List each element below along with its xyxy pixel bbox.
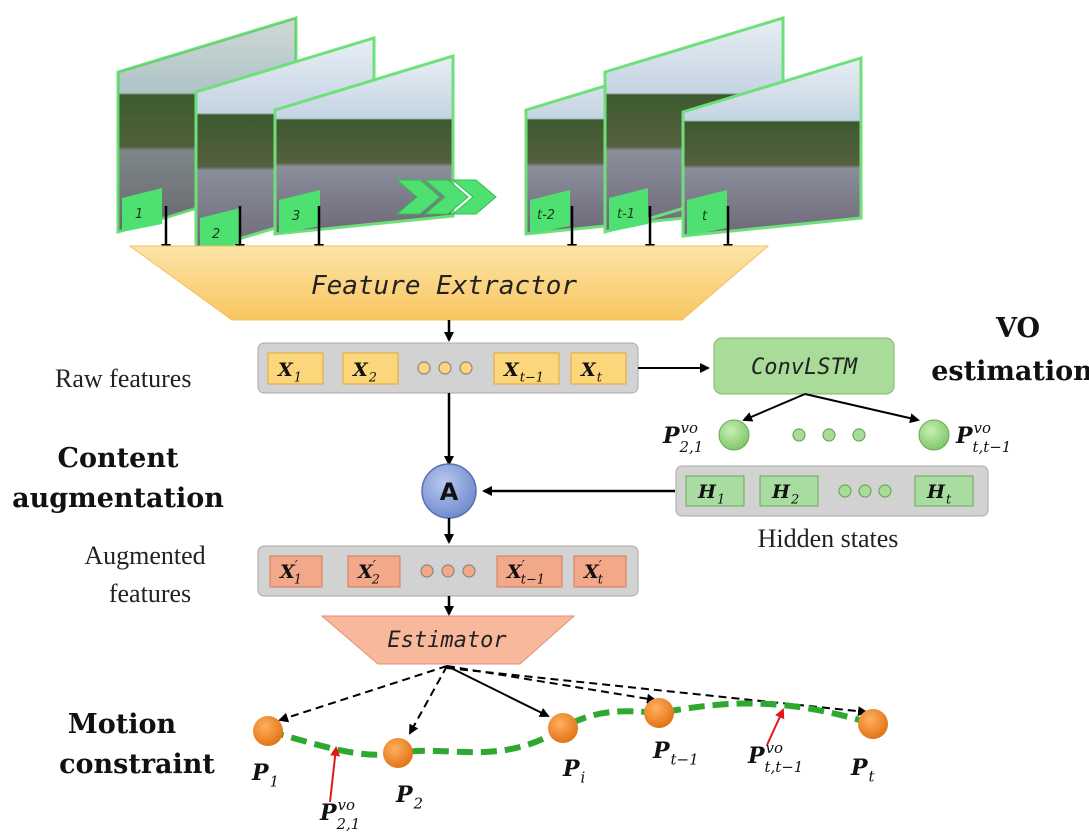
motion-constraint-label-line1: Motion (68, 709, 177, 740)
raw-feature-cell: X2 (342, 352, 399, 386)
hidden-states-label: Hidden states (758, 524, 899, 553)
frame-t-tag: t (702, 209, 708, 224)
hidden-ellipsis (838, 484, 892, 498)
augmented-features-label-line2: features (109, 579, 191, 608)
raw-features-bar: X1 X2 Xt−1 Xt (257, 342, 639, 394)
raw-ellipsis (417, 361, 473, 375)
augmented-features-bar: X′1 X′2 X′t−1 X′t (257, 545, 639, 597)
pose-label: Pi (562, 756, 586, 787)
frame-1-tag: 1 (135, 207, 143, 222)
input-frame-sequence: 1 2 3 t-2 t-1 (116, 15, 863, 255)
augmented-feature-cell: X′2 (347, 555, 401, 588)
motion-constraint-label-line2: constraint (59, 749, 215, 780)
attention-node: A (421, 463, 477, 519)
vo-ellipsis (792, 428, 866, 442)
raw-feature-cell-label: X2 (352, 359, 377, 386)
estimator-block: Estimator (320, 615, 576, 665)
sequence-chevrons (395, 179, 497, 215)
hidden-state-cell-label: H1 (697, 481, 725, 508)
content-augmentation-label-line2: augmentation (12, 483, 224, 514)
vo-estimation-label-line1: VO (995, 313, 1040, 344)
hidden-states-bar: H1 H2 Ht (675, 465, 989, 517)
raw-feature-cell: Xt−1 (493, 352, 560, 386)
frame-3-tag: 3 (292, 209, 300, 224)
augmented-feature-cell-label: X′1 (279, 558, 302, 587)
augmented-feature-cell: X′1 (269, 555, 323, 588)
hidden-state-cell: H1 (685, 475, 745, 508)
augmented-feature-cell-label: X′2 (357, 558, 380, 587)
frame-t-2-tag: t-2 (537, 208, 555, 223)
hidden-state-cell: Ht (914, 475, 974, 508)
pose-label: Pt (850, 755, 876, 786)
feature-extractor: Feature Extractor (128, 245, 770, 321)
augmented-ellipsis (420, 564, 476, 578)
augmented-features-label-line1: Augmented (84, 541, 205, 570)
augmented-feature-cell: X′t−1 (496, 555, 563, 588)
attention-node-label: A (440, 478, 459, 506)
raw-feature-cell-label: X1 (277, 359, 302, 386)
content-augmentation-label-line1: Content (58, 443, 179, 474)
raw-feature-cell-label: Xt (580, 359, 603, 386)
augmented-feature-cell-label: X′t (583, 558, 604, 587)
hidden-state-cell-label: H2 (771, 481, 799, 508)
frame-to-extractor-arrows (161, 206, 733, 254)
raw-feature-cell-label: Xt−1 (503, 359, 544, 386)
pose-label: Pt−1 (652, 738, 699, 769)
raw-feature-cell: Xt (570, 352, 627, 386)
pose-nodes (253, 698, 888, 768)
frame-2-tag: 2 (212, 227, 220, 242)
raw-features-label: Raw features (55, 364, 191, 393)
pose-label: P1 (251, 760, 279, 791)
pose-label: P2 (395, 782, 423, 813)
frame-t-1-tag: t-1 (617, 207, 635, 222)
feature-extractor-label: Feature Extractor (311, 271, 577, 301)
frame-t: t (681, 55, 863, 238)
convlstm-label: ConvLSTM (751, 355, 858, 380)
hidden-state-cell-label: Ht (926, 481, 952, 508)
convlstm-block: ConvLSTM (713, 337, 895, 395)
estimator-label: Estimator (387, 628, 507, 653)
augmented-feature-cell-label: X′t−1 (506, 558, 545, 587)
raw-feature-cell: X1 (267, 352, 324, 386)
augmented-feature-cell: X′t (573, 555, 627, 588)
vo-estimation-label-line2: estimation (931, 356, 1089, 387)
hidden-state-cell: H2 (759, 475, 819, 508)
